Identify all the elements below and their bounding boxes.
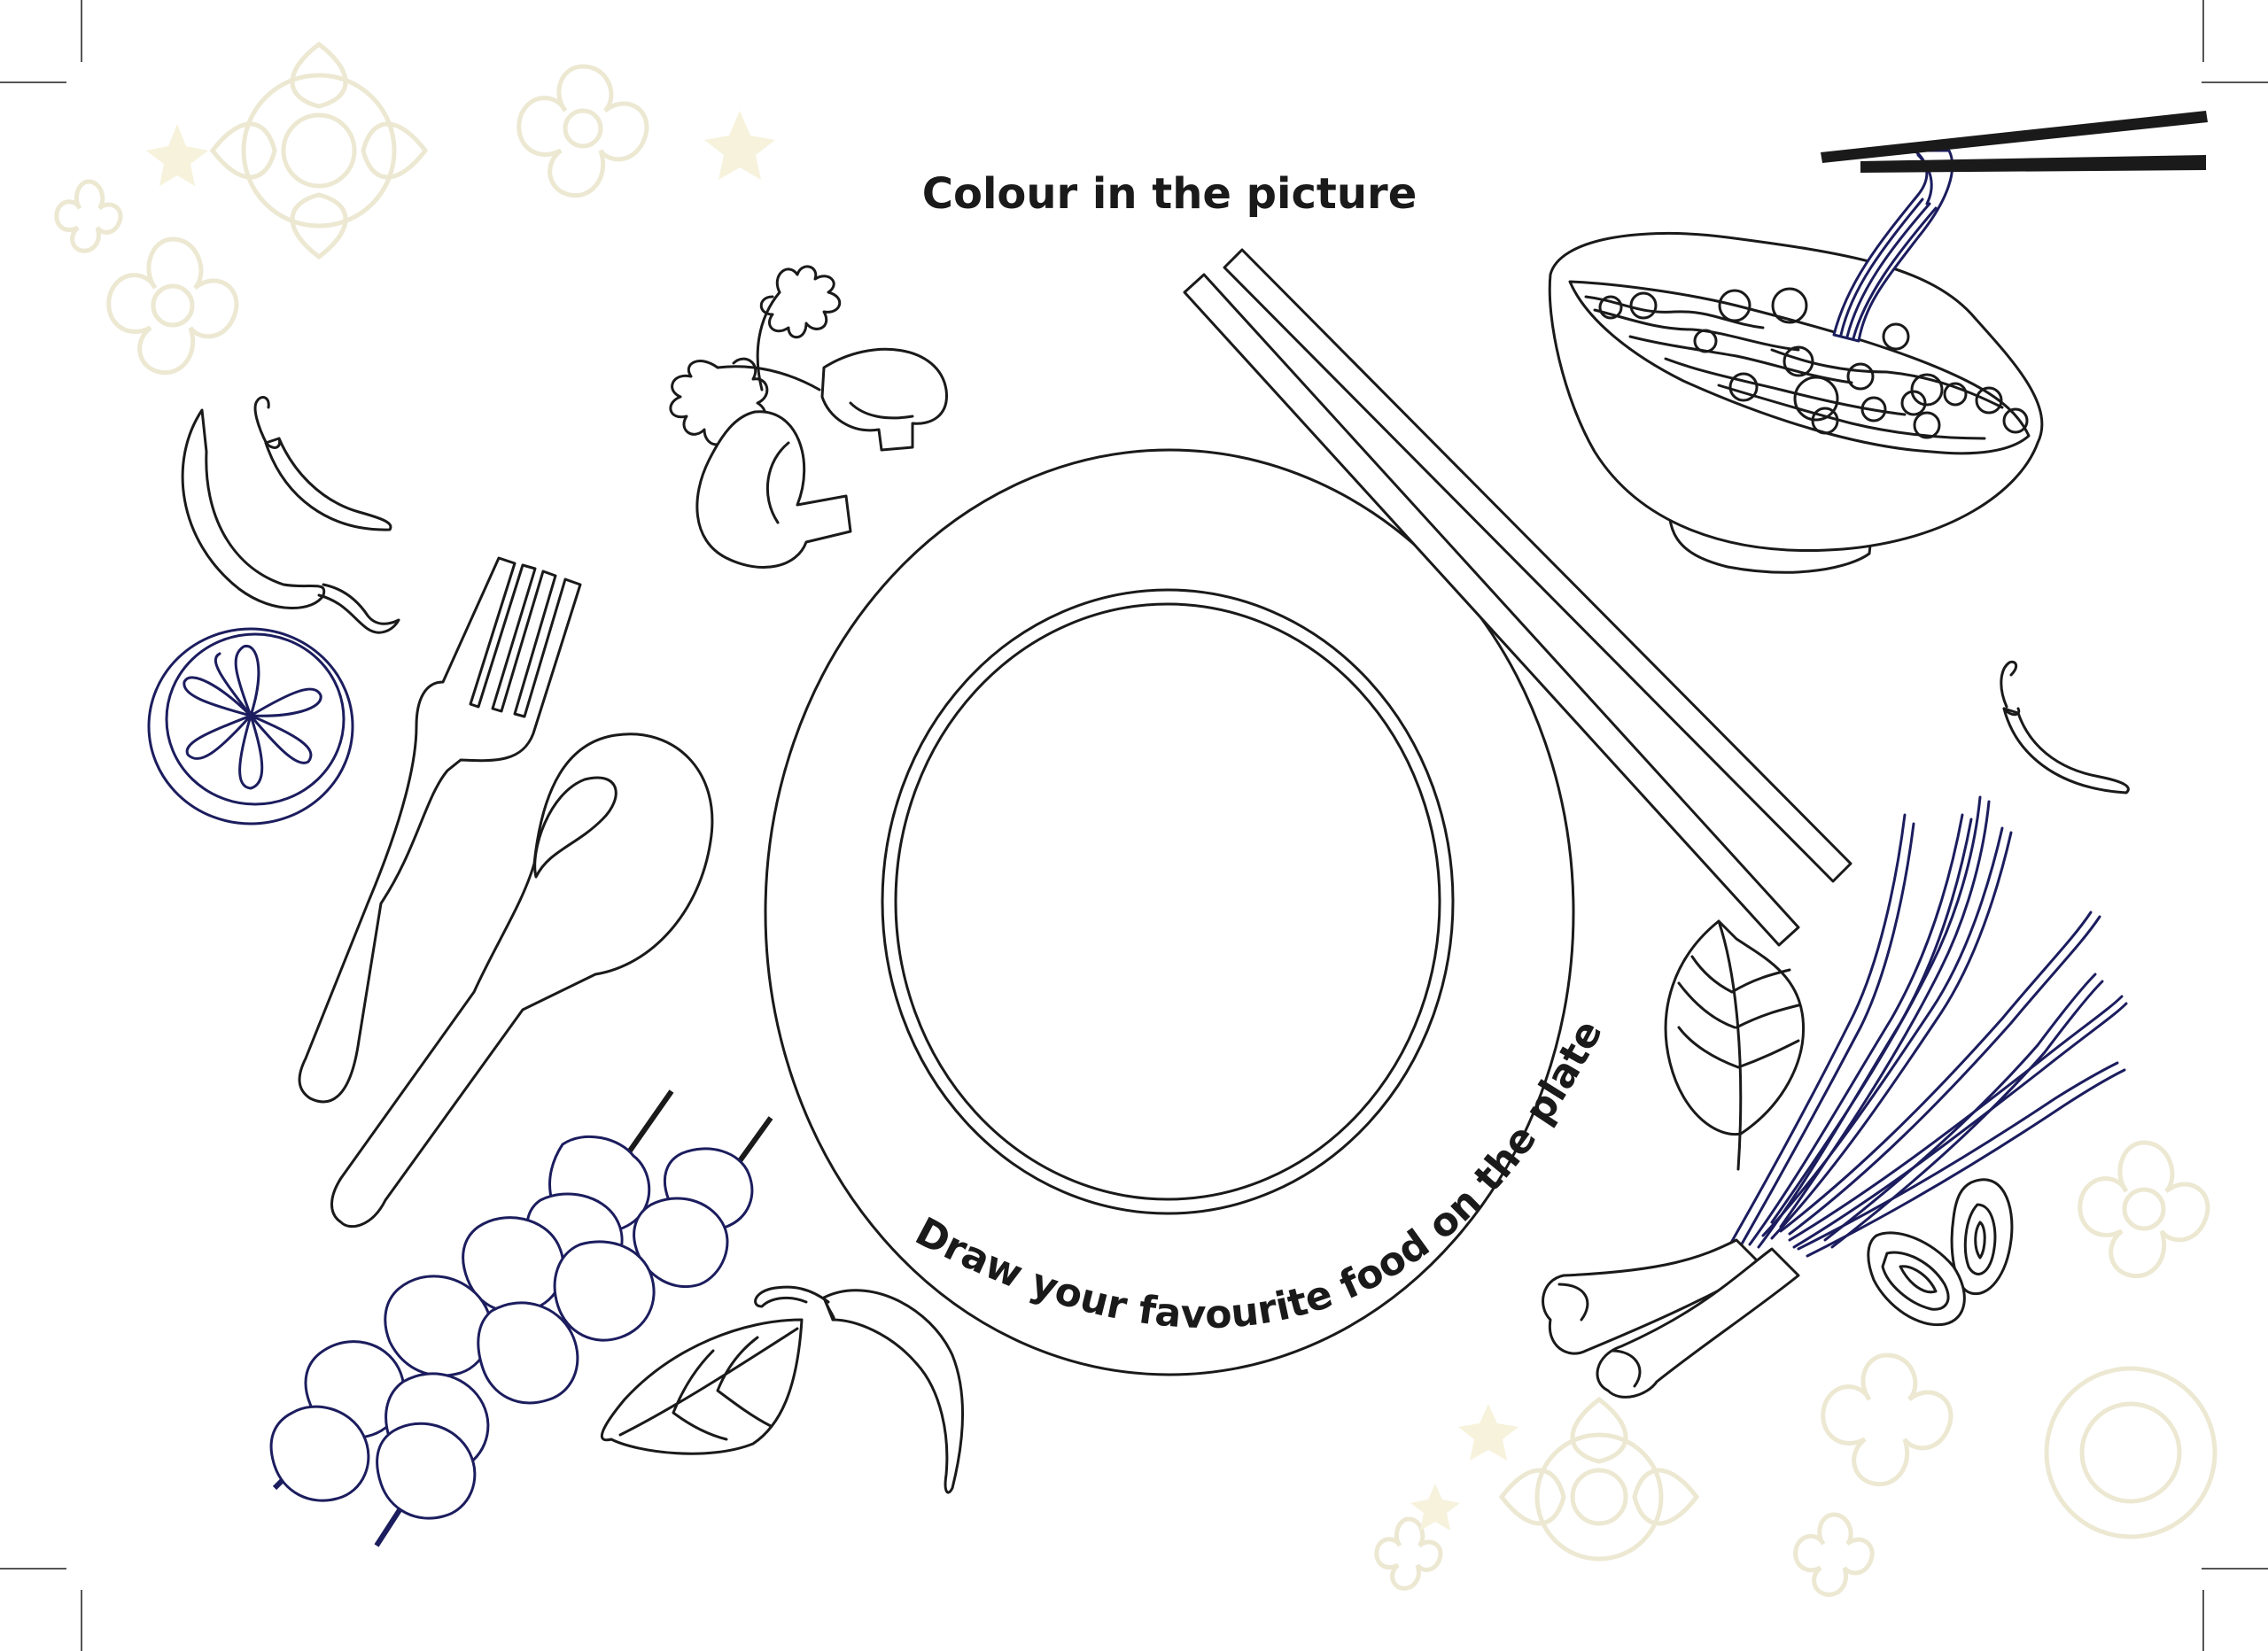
noodle-bowl-icon [1548,111,2208,574]
page-title: Colour in the picture [922,169,1418,219]
spoon-icon [330,732,714,1229]
basil-leaf-icon [600,1318,804,1455]
chilli-pepper-icon [2000,660,2130,794]
meat-skewer-icon [269,1089,773,1547]
chilli-pepper-icon [181,408,400,634]
chopsticks-icon [1183,248,1852,947]
fork-icon [298,556,582,1104]
lime-slice-icon [147,627,354,826]
spring-onion-icon [1542,795,2128,1399]
chilli-pepper-icon [754,1285,964,1494]
chilli-pepper-icon [253,396,392,531]
background-flower-pattern [54,41,2218,1597]
basil-leaf-icon [1664,919,1806,1171]
instruction-text: Draw your favourite food on the plate [908,1013,1612,1337]
instruction-text-path: Draw your favourite food on the plate [908,1013,1612,1337]
shallot-icon [1867,1178,2014,1327]
mushroom-icon [695,347,948,569]
plate-icon [764,448,1575,1376]
